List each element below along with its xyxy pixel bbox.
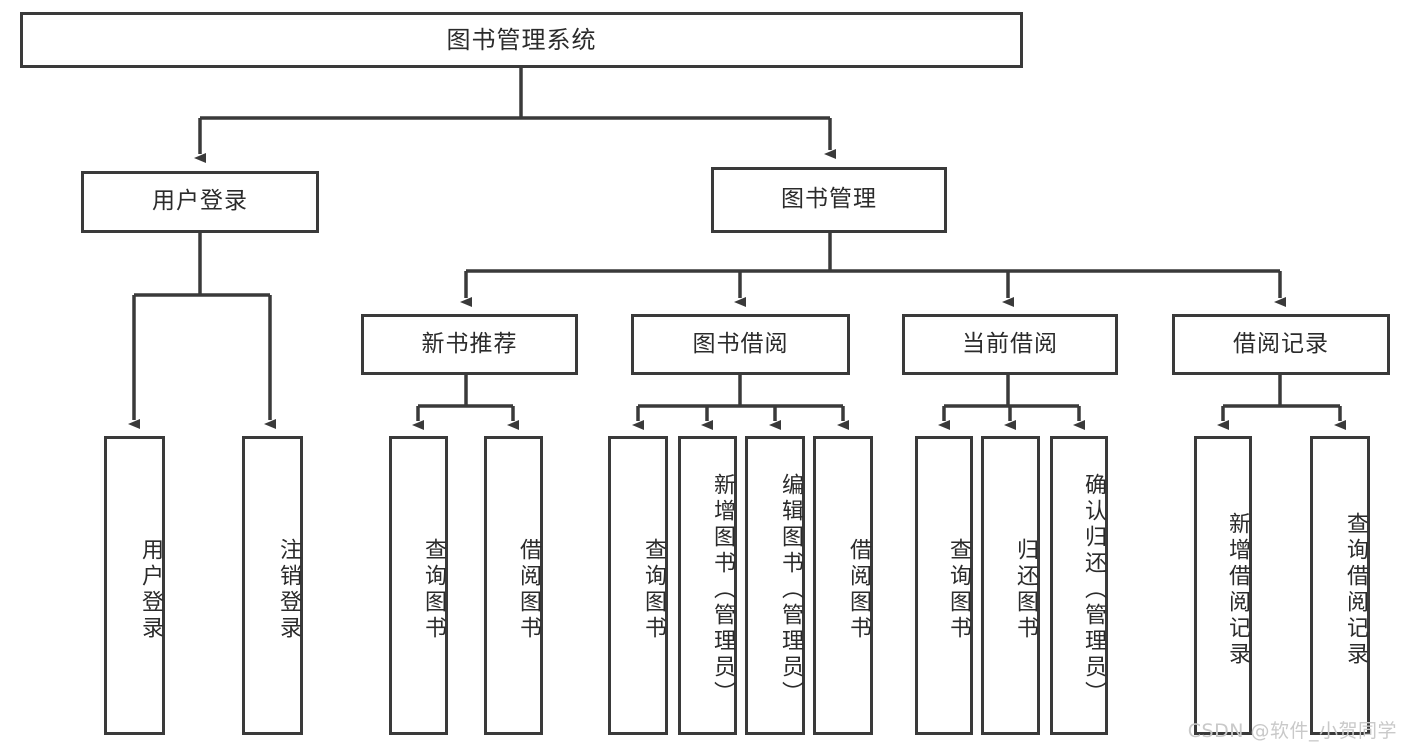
leaf-label: 新增图书（管理员） bbox=[710, 472, 735, 707]
leaf-label: 查询借阅记录 bbox=[1343, 511, 1368, 668]
leaf-label: 归还图书 bbox=[1013, 537, 1038, 642]
leaf-label: 查询图书 bbox=[421, 537, 446, 642]
node-current-borrow[interactable]: 当前借阅 bbox=[902, 314, 1118, 375]
node-borrow-record[interactable]: 借阅记录 bbox=[1172, 314, 1390, 375]
leaf-book-borrow-add-book[interactable]: 新增图书（管理员） bbox=[678, 436, 737, 735]
node-root-system[interactable]: 图书管理系统 bbox=[20, 12, 1023, 68]
leaf-borrow-record-query-record[interactable]: 查询借阅记录 bbox=[1310, 436, 1370, 735]
node-book-management[interactable]: 图书管理 bbox=[711, 167, 947, 233]
node-user-login[interactable]: 用户登录 bbox=[81, 171, 319, 233]
leaf-label: 确认归还（管理员） bbox=[1081, 472, 1106, 707]
node-new-book-recommend[interactable]: 新书推荐 bbox=[361, 314, 578, 375]
leaf-new-book-query-book[interactable]: 查询图书 bbox=[389, 436, 448, 735]
leaf-book-borrow-query-book[interactable]: 查询图书 bbox=[608, 436, 668, 735]
watermark-text: CSDN @软件_小贺同学 bbox=[1187, 720, 1397, 742]
leaf-book-borrow-borrow-book[interactable]: 借阅图书 bbox=[813, 436, 873, 735]
leaf-book-borrow-edit-book[interactable]: 编辑图书（管理员） bbox=[745, 436, 805, 735]
leaf-user-login-login[interactable]: 用户登录 bbox=[104, 436, 165, 735]
leaf-label: 借阅图书 bbox=[516, 537, 541, 642]
leaf-label: 借阅图书 bbox=[846, 537, 871, 642]
leaf-current-borrow-return-book[interactable]: 归还图书 bbox=[981, 436, 1040, 735]
leaf-current-borrow-confirm-return[interactable]: 确认归还（管理员） bbox=[1050, 436, 1108, 735]
leaf-user-login-logout[interactable]: 注销登录 bbox=[242, 436, 303, 735]
leaf-new-book-borrow-book[interactable]: 借阅图书 bbox=[484, 436, 543, 735]
leaf-label: 新增借阅记录 bbox=[1225, 511, 1250, 668]
leaf-label: 编辑图书（管理员） bbox=[778, 472, 803, 707]
node-book-borrow[interactable]: 图书借阅 bbox=[631, 314, 850, 375]
leaf-borrow-record-add-record[interactable]: 新增借阅记录 bbox=[1194, 436, 1252, 735]
leaf-label: 查询图书 bbox=[641, 537, 666, 642]
leaf-current-borrow-query-book[interactable]: 查询图书 bbox=[915, 436, 973, 735]
leaf-label: 注销登录 bbox=[276, 537, 301, 642]
leaf-label: 用户登录 bbox=[138, 537, 163, 642]
leaf-label: 查询图书 bbox=[946, 537, 971, 642]
